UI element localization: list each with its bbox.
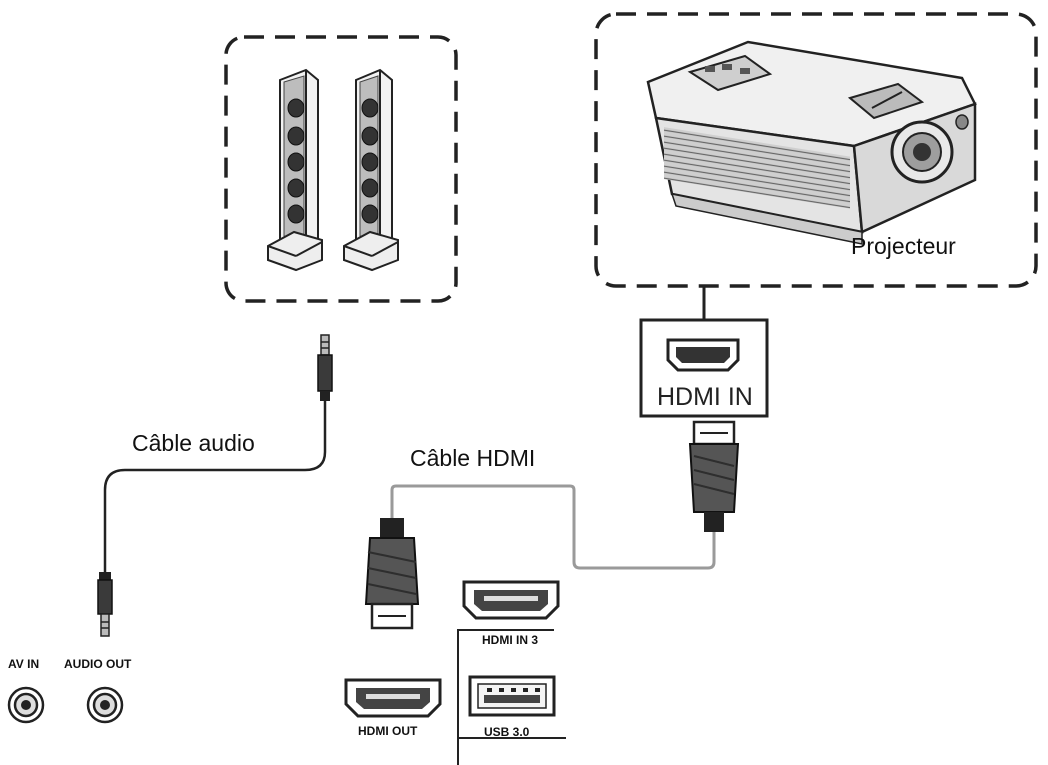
projector-label: Projecteur (851, 233, 956, 259)
hdmi-cable-label: Câble HDMI (410, 445, 535, 471)
hdmi-port-icon (666, 338, 740, 372)
audio-port-icon (86, 686, 124, 724)
projector-frame (594, 12, 1038, 288)
projector-hdmi-in-label: HDMI IN (657, 383, 753, 411)
av-in-label: AV IN (8, 657, 39, 671)
audio-jack-plug-icon (97, 572, 113, 637)
usb-3-label: USB 3.0 (484, 725, 530, 739)
hdmi-cable (390, 484, 716, 570)
projector-icon (646, 40, 977, 245)
left-speaker-icon (267, 68, 323, 272)
audio-jack-plug-icon (317, 334, 333, 401)
hdmi-plug-icon (364, 518, 420, 630)
hdmi-out-label: HDMI OUT (358, 724, 418, 738)
hdmi-in-3-label: HDMI IN 3 (482, 633, 538, 647)
speaker-pair-icon (267, 68, 399, 272)
hdmi-port-icon (462, 580, 560, 620)
port-panel-divider (457, 629, 554, 765)
right-speaker-icon (343, 68, 399, 272)
audio-port-icon (7, 686, 45, 724)
hdmi-port-icon (344, 678, 442, 718)
usb-port-icon (468, 675, 556, 717)
hdmi-plug-icon (688, 420, 740, 532)
speaker-frame (224, 35, 458, 303)
audio-cable-label: Câble audio (132, 430, 255, 456)
audio-out-label: AUDIO OUT (64, 657, 132, 671)
audio-cable (103, 400, 327, 574)
